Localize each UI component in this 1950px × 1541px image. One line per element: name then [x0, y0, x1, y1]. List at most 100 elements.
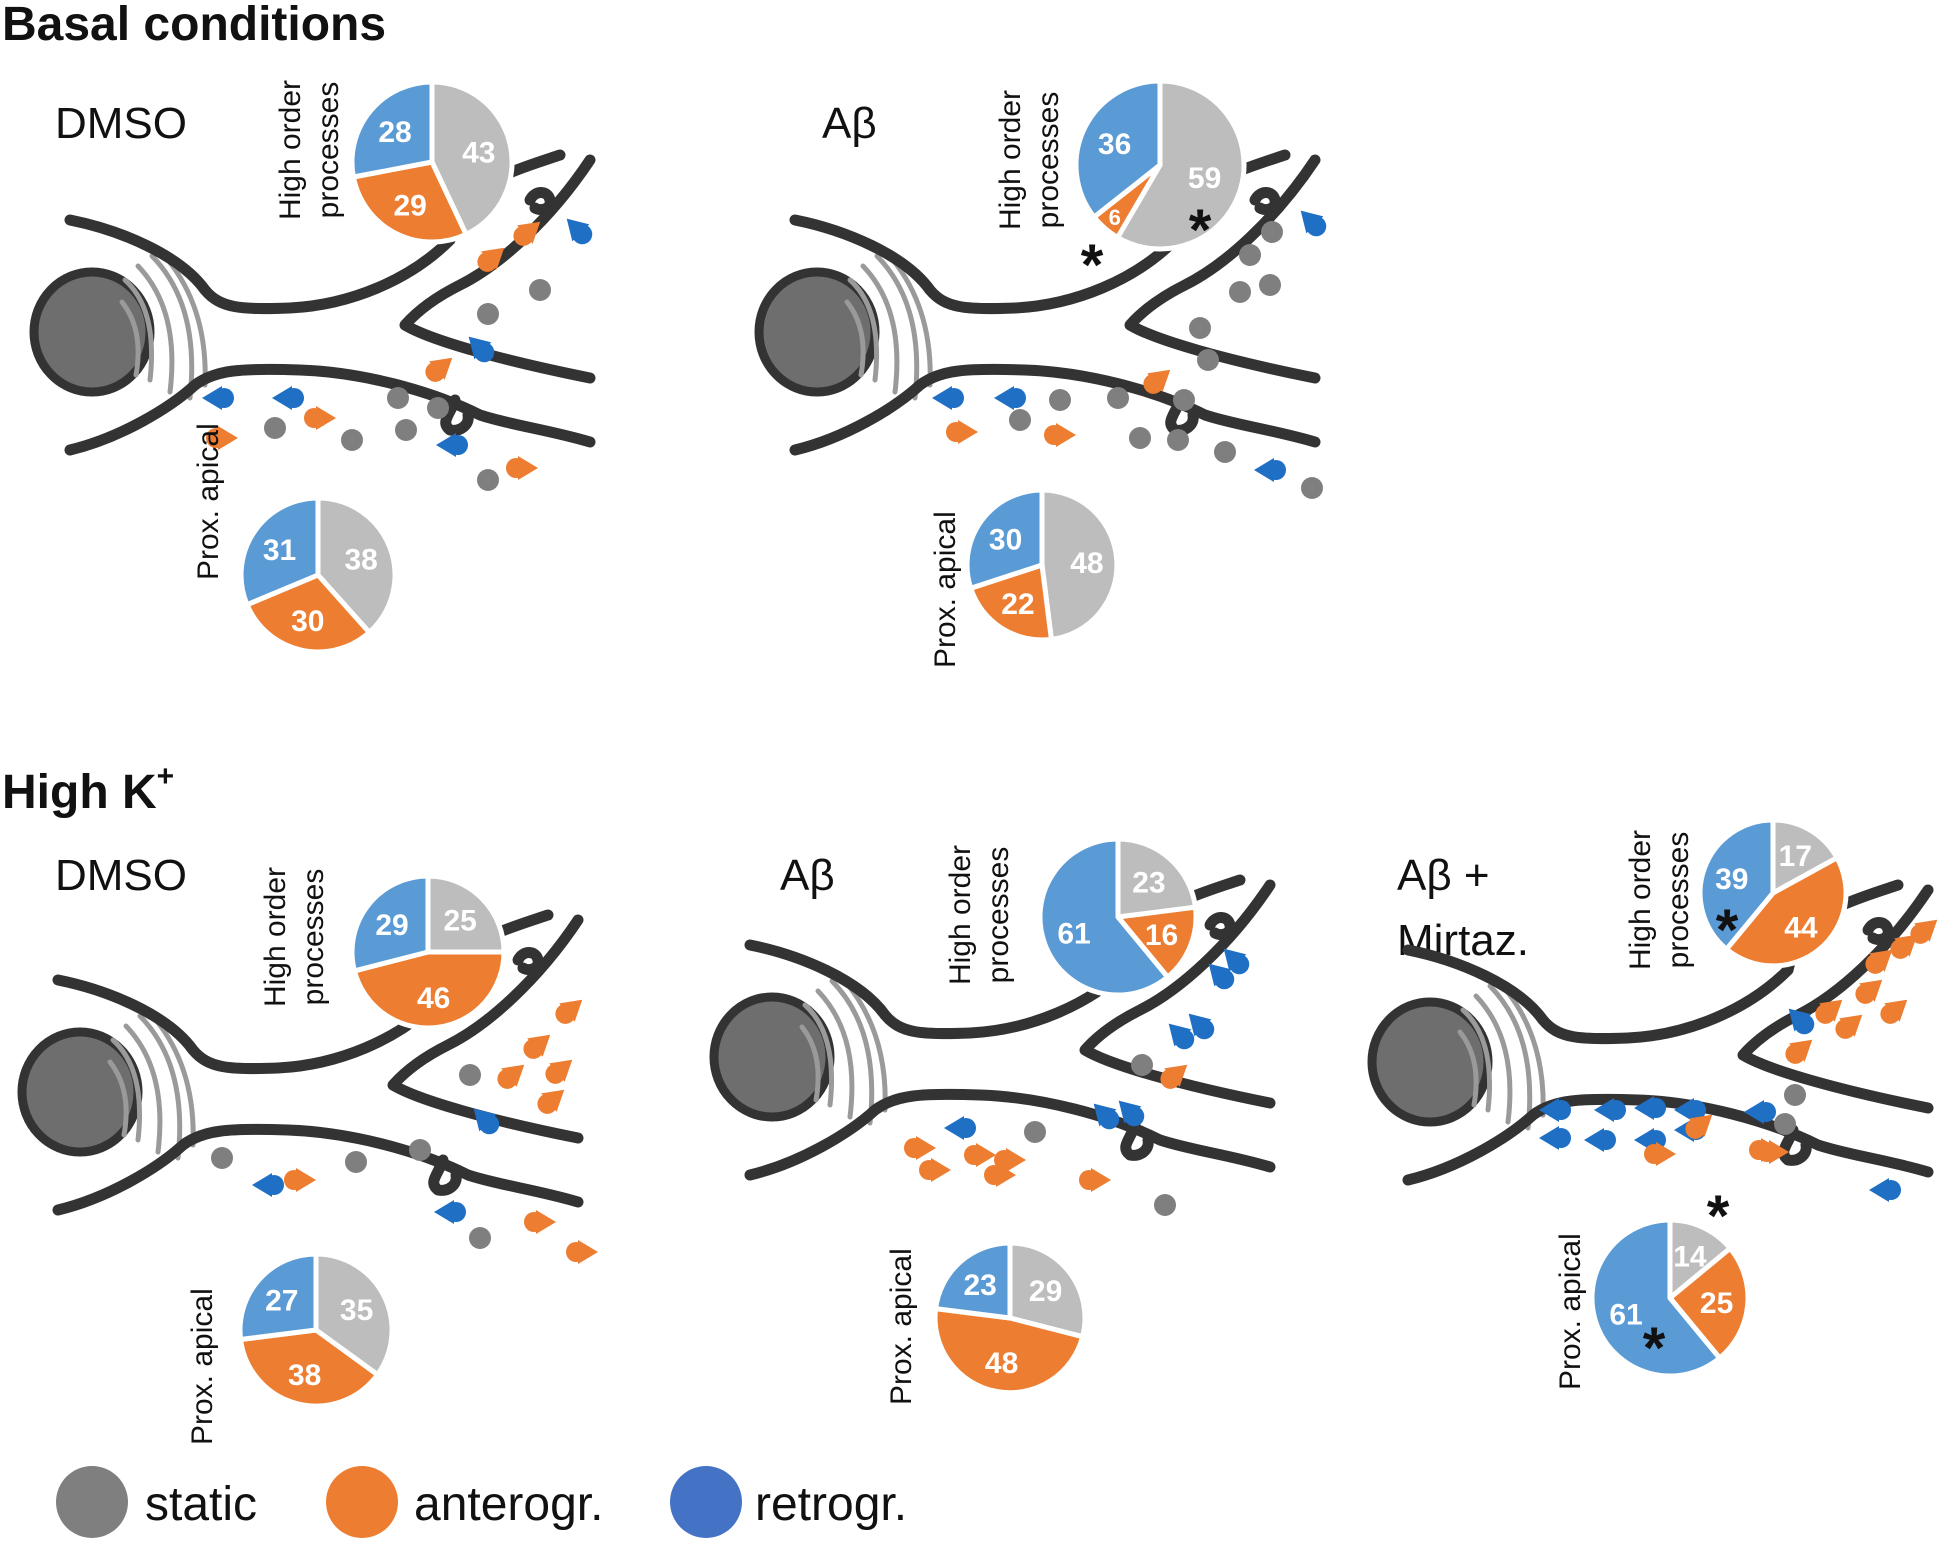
particle-static: [1214, 441, 1236, 463]
pie-slice-anterograde: [1724, 855, 1849, 969]
pie-slice-value-anterograde: 16: [1145, 919, 1178, 952]
particle-static: [387, 387, 409, 409]
particle-retrograde: [994, 386, 1026, 410]
particle-anterograde: [1855, 979, 1883, 1004]
particle-static: [395, 419, 417, 441]
svg-text:Prox. apical: Prox. apical: [885, 1248, 918, 1405]
significance-star-highk-abm-retrograde-high: *: [1716, 898, 1739, 963]
particle-anterograde: [1685, 1114, 1713, 1139]
pie-slice-value-retrograde: 27: [265, 1285, 298, 1318]
particle-anterograde: [1880, 999, 1908, 1024]
particle-anterograde: [284, 1168, 316, 1192]
pie-slice-retrograde: [349, 79, 435, 180]
particle-static: [1009, 409, 1031, 431]
golgi-apparatus: [799, 978, 888, 1126]
significance-star-basal-ab-anterograde: *: [1081, 233, 1104, 298]
particle-anterograde: [506, 456, 538, 480]
particle-anterograde: [524, 1210, 556, 1234]
particle-retrograde: [436, 433, 468, 457]
pie-slice-value-static: 43: [462, 136, 495, 169]
particle-retrograde: [252, 1173, 284, 1197]
particle-static: [477, 303, 499, 325]
significance-star-highk-abm-retrograde-prox: *: [1643, 1316, 1666, 1381]
significance-markers: * * * * *: [1081, 198, 1739, 1381]
svg-text:Prox. apical: Prox. apical: [186, 1288, 219, 1445]
particle-static: [1024, 1121, 1046, 1143]
pie-slice-value-static: 35: [340, 1294, 373, 1327]
neuron-highk-dmso: [17, 909, 584, 1216]
pie-slice-value-static: 23: [1132, 867, 1165, 900]
section-title-basal: Basal conditions: [2, 0, 386, 51]
svg-text:High order: High order: [1624, 830, 1657, 970]
particle-retrograde: [272, 386, 304, 410]
particle-anterograde: [1865, 949, 1893, 974]
spine-bottom: [440, 394, 474, 436]
pie-slice-static: [1770, 817, 1840, 896]
particle-static: [345, 1151, 367, 1173]
golgi-apparatus: [844, 253, 933, 401]
particle-retrograde: [1223, 948, 1250, 975]
pie-slice-value-anterograde: 48: [985, 1347, 1018, 1380]
pie-slice-value-retrograde: 23: [964, 1269, 997, 1302]
pie-slice-anterograde: [350, 159, 469, 245]
pie-slice-retrograde: [237, 1251, 319, 1342]
pie-slice-retrograde: [1037, 836, 1171, 998]
condition-label-highk-abeta-mirtaz-line2: Mirtaz.: [1397, 916, 1529, 965]
legend-static-label: static: [145, 1478, 257, 1531]
particle-retrograde: [1254, 458, 1286, 482]
outline-bottom: [789, 363, 1321, 456]
particle-retrograde: [1118, 1100, 1145, 1127]
pie-slice-value-retrograde: 61: [1057, 918, 1090, 951]
outline-inner: [387, 914, 584, 1144]
pie-slice-static: [1115, 836, 1198, 920]
particle-anterograde: [425, 357, 453, 382]
particle-retrograde: [1674, 1098, 1706, 1122]
pie-slice-value-anterograde: 30: [291, 605, 324, 638]
particle-retrograde: [944, 1116, 976, 1140]
legend-retrograde-swatch: [670, 1466, 742, 1538]
pie-slice-value-retrograde: 30: [989, 523, 1022, 556]
particle-anterograde: [1757, 1140, 1789, 1164]
legend-anterograde-swatch: [326, 1466, 398, 1538]
spine-inner: [512, 947, 544, 976]
particle-anterograde: [964, 1143, 996, 1167]
outline-bottom: [1402, 1093, 1934, 1186]
particle-anterograde: [1160, 1064, 1188, 1089]
particle-anterograde: [497, 1064, 525, 1089]
pie-slice-retrograde: [238, 495, 321, 608]
legend-anterograde-label: anterogr.: [414, 1478, 603, 1531]
particle-retrograde: [1594, 1098, 1626, 1122]
particle-anterograde: [919, 1158, 951, 1182]
legend-static-swatch: [56, 1466, 128, 1538]
pie-slice-value-anterograde: 6: [1109, 205, 1121, 230]
region-label-highk-abm-prox: Prox. apical: [1554, 1233, 1587, 1390]
outline-top: [744, 919, 1146, 1040]
svg-text:Prox. apical: Prox. apical: [192, 423, 225, 580]
particle-anterograde: [1835, 1014, 1863, 1039]
particle-static: [477, 469, 499, 491]
particle-retrograde: [1744, 1100, 1776, 1124]
particle-retrograde: [1584, 1128, 1616, 1152]
pie-slice-retrograde: [1697, 817, 1776, 952]
particle-static: [529, 279, 551, 301]
pie-slice-value-static: 25: [444, 905, 477, 938]
particle-static: [1107, 387, 1129, 409]
condition-label-basal-dmso: DMSO: [55, 99, 187, 148]
pie-slice-value-anterograde: 25: [1700, 1287, 1733, 1320]
particle-retrograde: [1093, 1103, 1120, 1130]
pie-slice-static: [315, 495, 398, 635]
particle-anterograde: [206, 426, 238, 450]
significance-star-basal-ab-static: *: [1189, 198, 1212, 263]
pie-slice-retrograde: [1589, 1217, 1723, 1379]
particle-anterograde: [1815, 999, 1843, 1024]
particle-static: [459, 1064, 481, 1086]
pie-slice-value-retrograde: 36: [1098, 128, 1131, 161]
pie-slice-value-static: 59: [1188, 162, 1221, 195]
pie-slice-value-retrograde: 28: [378, 116, 411, 149]
pie-slice-value-anterograde: 22: [1001, 588, 1034, 621]
